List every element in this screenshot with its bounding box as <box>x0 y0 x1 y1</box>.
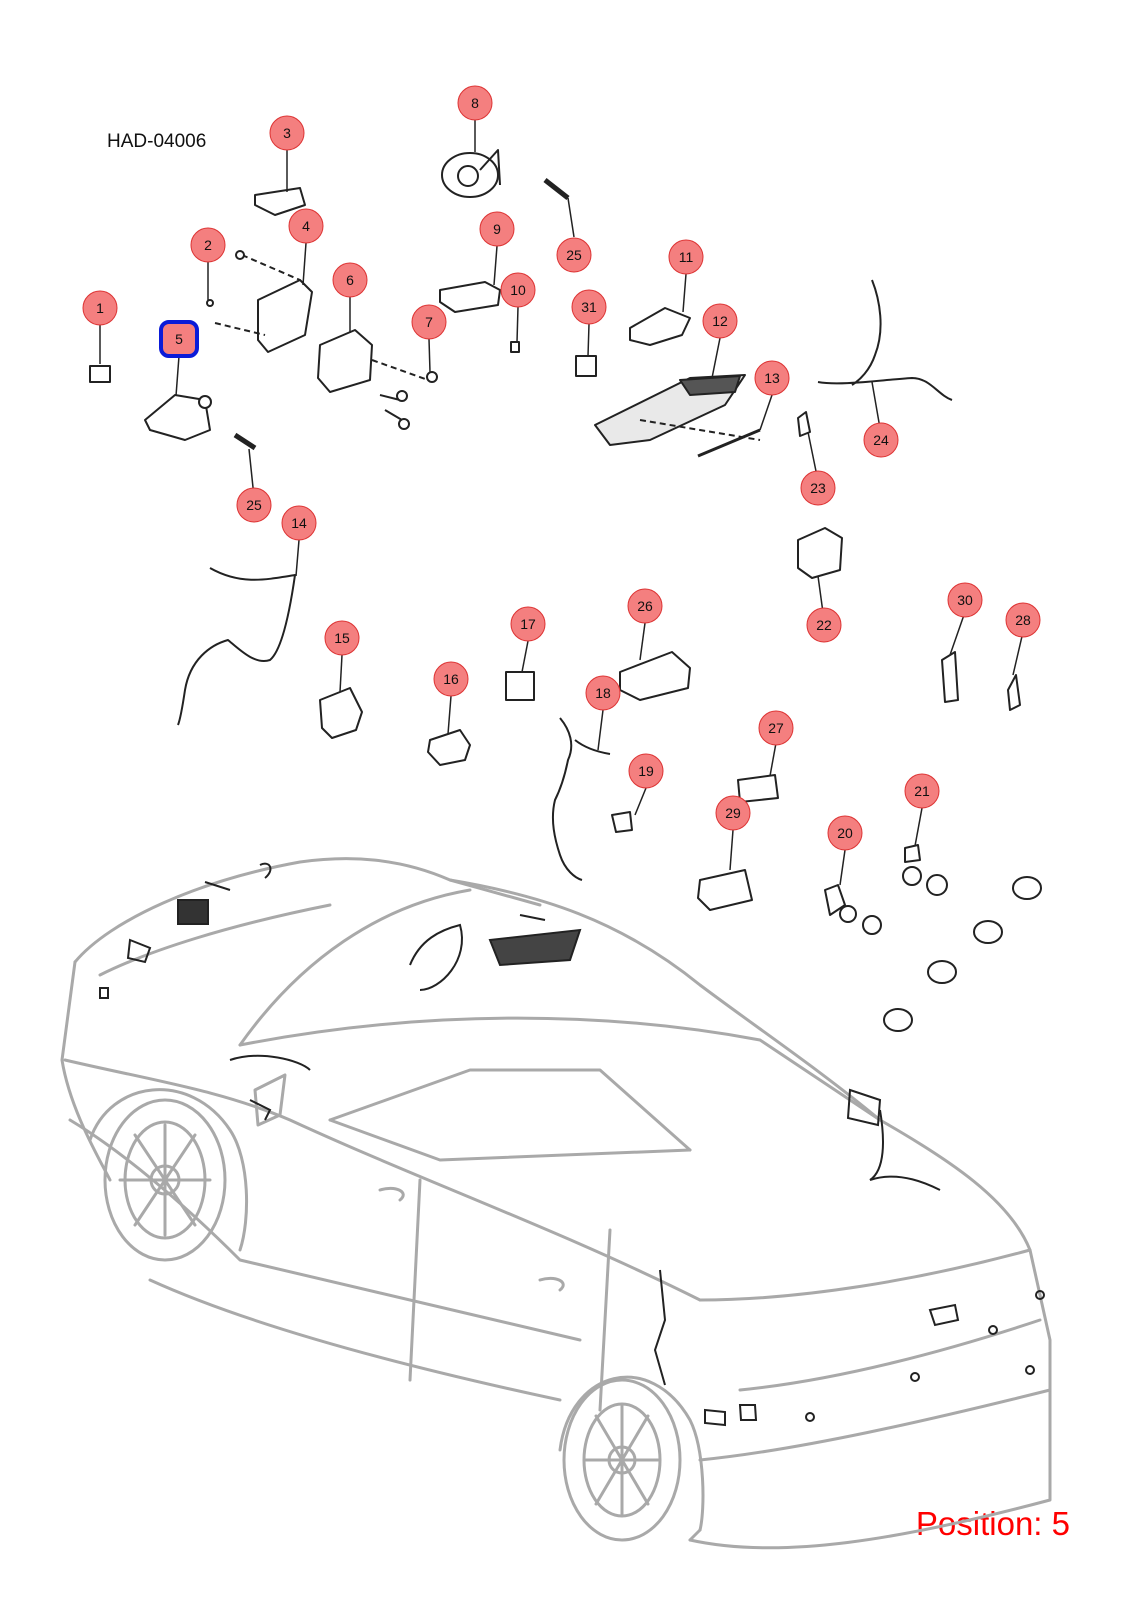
callout-label: 13 <box>764 370 780 386</box>
callout-13[interactable]: 13 <box>754 360 790 396</box>
callout-label: 7 <box>425 314 433 330</box>
callout-label: 17 <box>520 616 536 632</box>
callout-label: 27 <box>768 720 784 736</box>
callout-label: 4 <box>302 218 310 234</box>
callout-24[interactable]: 24 <box>863 422 899 458</box>
callout-25-upper[interactable]: 25 <box>556 237 592 273</box>
callout-17[interactable]: 17 <box>510 606 546 642</box>
callout-20[interactable]: 20 <box>827 815 863 851</box>
position-indicator: Position: 5 <box>915 1505 1070 1542</box>
callout-25-lower[interactable]: 25 <box>236 487 272 523</box>
callout-label: 10 <box>510 282 526 298</box>
callout-label: 2 <box>204 237 212 253</box>
callout-26[interactable]: 26 <box>627 588 663 624</box>
callout-12[interactable]: 12 <box>702 303 738 339</box>
callout-label: 25 <box>566 247 582 263</box>
diagram-code: HAD-04006 <box>107 131 207 152</box>
leader-lines <box>99 120 1024 886</box>
callout-10[interactable]: 10 <box>500 272 536 308</box>
callout-label: 14 <box>291 515 307 531</box>
callout-label: 5 <box>175 331 183 347</box>
callout-label: 9 <box>493 221 501 237</box>
callout-label: 3 <box>283 125 291 141</box>
callout-label: 19 <box>638 763 654 779</box>
callout-22[interactable]: 22 <box>806 607 842 643</box>
callout-label: 24 <box>873 432 889 448</box>
callout-label: 11 <box>679 249 694 265</box>
callout-label: 1 <box>96 300 104 316</box>
installed-parts <box>99 862 1045 1427</box>
callout-label: 28 <box>1015 612 1031 628</box>
callout-18[interactable]: 18 <box>585 675 621 711</box>
callout-1[interactable]: 1 <box>82 290 118 326</box>
callout-2[interactable]: 2 <box>190 227 226 263</box>
callouts: 1 2 3 4 5 6 7 8 9 10 11 12 13 14 15 16 1… <box>82 85 1041 851</box>
callout-label: 30 <box>957 592 973 608</box>
callout-11[interactable]: 11 <box>668 239 704 275</box>
callout-7[interactable]: 7 <box>411 304 447 340</box>
callout-14[interactable]: 14 <box>281 505 317 541</box>
callout-19[interactable]: 19 <box>628 753 664 789</box>
callout-6[interactable]: 6 <box>332 262 368 298</box>
callout-5-selected[interactable]: 5 <box>159 320 199 358</box>
callout-label: 29 <box>725 805 741 821</box>
callout-label: 8 <box>471 95 479 111</box>
callout-21[interactable]: 21 <box>904 773 940 809</box>
component-drawings <box>89 149 1042 1032</box>
callout-label: 6 <box>346 272 354 288</box>
callout-label: 15 <box>334 630 350 646</box>
callout-label: 20 <box>837 825 853 841</box>
callout-label: 12 <box>712 313 728 329</box>
callout-label: 21 <box>914 783 930 799</box>
callout-23[interactable]: 23 <box>800 470 836 506</box>
callout-27[interactable]: 27 <box>758 710 794 746</box>
callout-31[interactable]: 31 <box>571 289 607 325</box>
callout-8[interactable]: 8 <box>457 85 493 121</box>
callout-label: 31 <box>581 299 597 315</box>
callout-9[interactable]: 9 <box>479 211 515 247</box>
callout-15[interactable]: 15 <box>324 620 360 656</box>
callout-label: 23 <box>810 480 826 496</box>
callout-label: 16 <box>443 671 459 687</box>
callout-29[interactable]: 29 <box>715 795 751 831</box>
callout-3[interactable]: 3 <box>269 115 305 151</box>
callout-label: 22 <box>816 617 832 633</box>
callout-4[interactable]: 4 <box>288 208 324 244</box>
callout-16[interactable]: 16 <box>433 661 469 697</box>
callout-label: 25 <box>246 497 262 513</box>
callout-label: 26 <box>637 598 653 614</box>
callout-28[interactable]: 28 <box>1005 602 1041 638</box>
car-outline <box>60 857 1052 1550</box>
callout-label: 18 <box>595 685 611 701</box>
callout-30[interactable]: 30 <box>947 582 983 618</box>
